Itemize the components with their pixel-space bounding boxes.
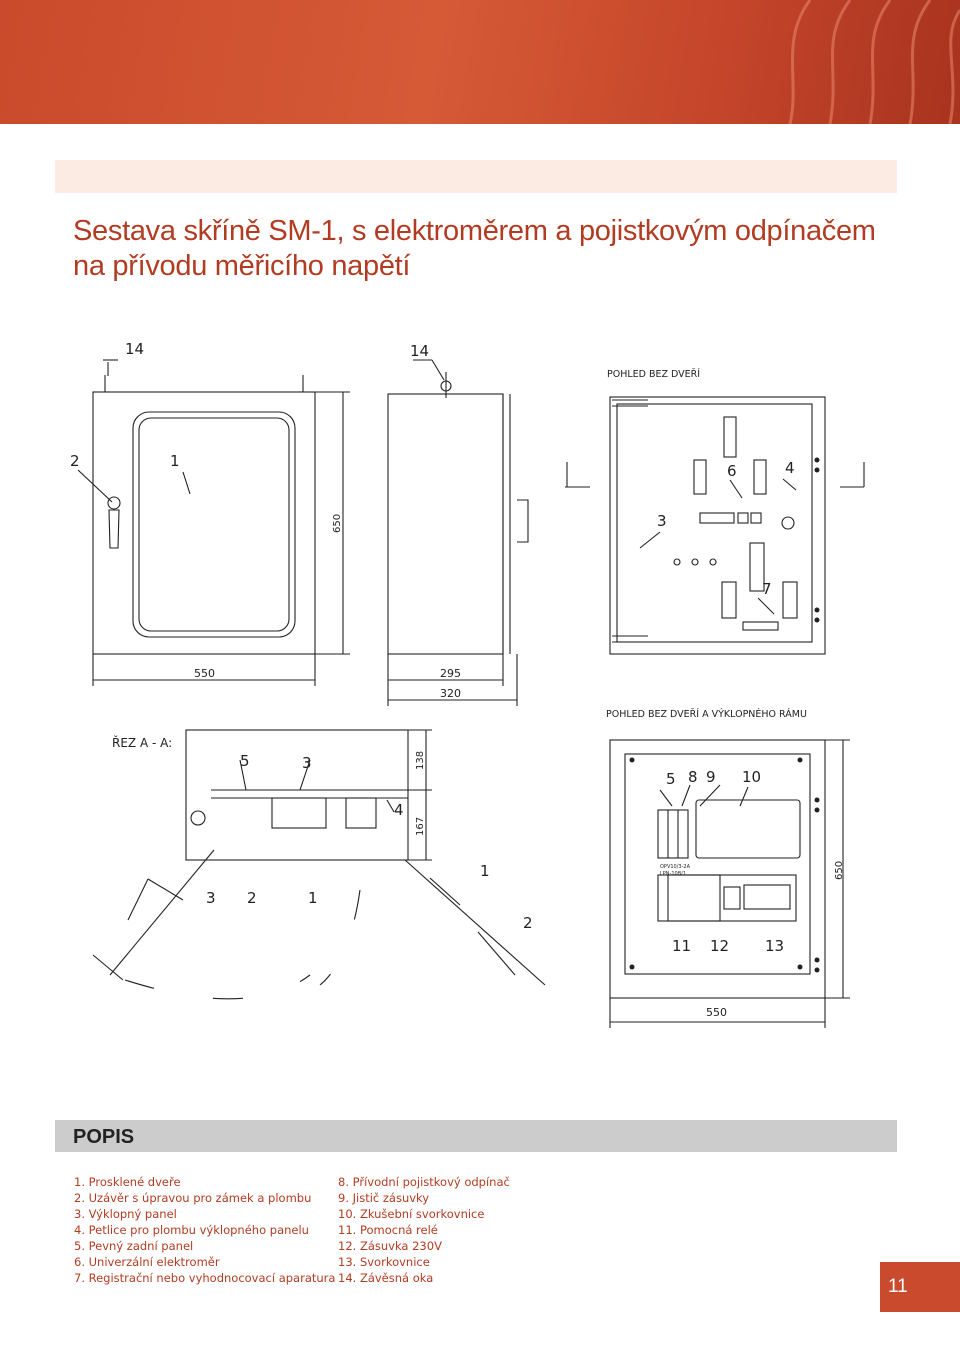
device-label-opv: OPV10/3-2A [660, 864, 691, 870]
callout-2-front: 2 [70, 452, 80, 470]
section-callout-4: 4 [394, 801, 404, 819]
callout-9: 9 [706, 768, 716, 786]
legend-item: 12. Zásuvka 230V [338, 1239, 442, 1253]
page-number: 11 [888, 1276, 908, 1297]
section-label: ŘEZ A - A: [112, 735, 172, 750]
callout-6: 6 [727, 462, 737, 480]
callout-8: 8 [688, 768, 698, 786]
section-callout-5: 5 [240, 752, 250, 770]
callout-7: 7 [762, 580, 772, 598]
callout-5: 5 [666, 770, 676, 788]
header-banner [0, 0, 960, 124]
legend-left: 1. Prosklené dveře 2. Uzávěr s úpravou p… [74, 1174, 344, 1286]
dim-width-550: 550 [194, 667, 215, 680]
dim-138: 138 [415, 751, 426, 770]
callout-14-front: 14 [125, 340, 144, 358]
popis-section-bar: POPIS [55, 1120, 897, 1152]
callout-13: 13 [765, 937, 784, 955]
title-line-2: na přívodu měřicího napětí [73, 250, 411, 282]
legend-item: 7. Registrační nebo vyhodnocovací aparat… [74, 1271, 336, 1285]
section-callout-3: 3 [302, 754, 312, 772]
section-callout-2-door: 2 [523, 914, 533, 932]
front-view-cabinet [92, 391, 316, 655]
legend-item: 8. Přívodní pojistkový odpínač [338, 1175, 510, 1189]
section-callout-3-bottom: 3 [206, 889, 216, 907]
title-line-1: Sestava skříně SM-1, s elektroměrem a po… [73, 215, 876, 247]
callout-10: 10 [742, 768, 761, 786]
banner-decoration [788, 0, 960, 124]
dim-depth-295: 295 [440, 667, 461, 680]
dim-view2-width: 550 [706, 1006, 727, 1019]
dim-view2-height: 650 [834, 861, 845, 880]
section-callout-1: 1 [308, 889, 318, 907]
section-callout-1-right: 1 [480, 862, 490, 880]
page-number-badge: 11 [880, 1262, 960, 1312]
legend-item: 1. Prosklené dveře [74, 1175, 181, 1189]
technical-drawing: 14 2 1 14 650 550 295 320 POHLED BEZ DVE… [70, 340, 865, 1028]
legend-item: 5. Pevný zadní panel [74, 1239, 194, 1253]
callout-1-front: 1 [170, 452, 180, 470]
legend-item: 4. Petlice pro plombu výklopného panelu [74, 1223, 309, 1237]
callout-3-view: 3 [657, 512, 667, 530]
legend-item: 2. Uzávěr s úpravou pro zámek a plombu [74, 1191, 312, 1205]
callout-12: 12 [710, 937, 729, 955]
section-view-cabinet [185, 729, 409, 861]
view-no-door-label: POHLED BEZ DVEŘÍ [607, 368, 700, 380]
device-label-lpn: LPN-10B/1 [660, 871, 686, 877]
legend-item: 3. Výklopný panel [74, 1207, 177, 1221]
legend-item: 10. Zkušební svorkovnice [338, 1207, 485, 1221]
section-callout-2: 2 [247, 889, 257, 907]
side-view-cabinet [387, 393, 504, 655]
dim-167: 167 [415, 817, 426, 836]
legend-item: 11. Pomocná relé [338, 1223, 438, 1237]
legend-item: 14. Závěsná oka [338, 1271, 434, 1285]
callout-11: 11 [672, 937, 691, 955]
legend-right: 8. Přívodní pojistkový odpínač 9. Jistič… [338, 1174, 608, 1286]
view-no-frame-label: POHLED BEZ DVEŘÍ A VÝKLOPNÉHO RÁMU [606, 708, 807, 720]
subheader-bar [55, 160, 897, 193]
dim-depth-320: 320 [440, 687, 461, 700]
page-title: Sestava skříně SM-1, s elektroměrem a po… [73, 214, 913, 284]
legend-item: 9. Jistič zásuvky [338, 1191, 430, 1205]
legend-item: 13. Svorkovnice [338, 1255, 430, 1269]
popis-heading: POPIS [73, 1126, 135, 1148]
front-view-glass-door [132, 411, 296, 638]
dim-height-650: 650 [332, 514, 343, 533]
view-no-frame-cabinet [609, 739, 826, 999]
view-no-door-frame [609, 396, 826, 655]
legend-item: 6. Univerzální elektroměr [74, 1255, 220, 1269]
callout-4: 4 [785, 459, 795, 477]
callout-14-side: 14 [410, 342, 429, 360]
